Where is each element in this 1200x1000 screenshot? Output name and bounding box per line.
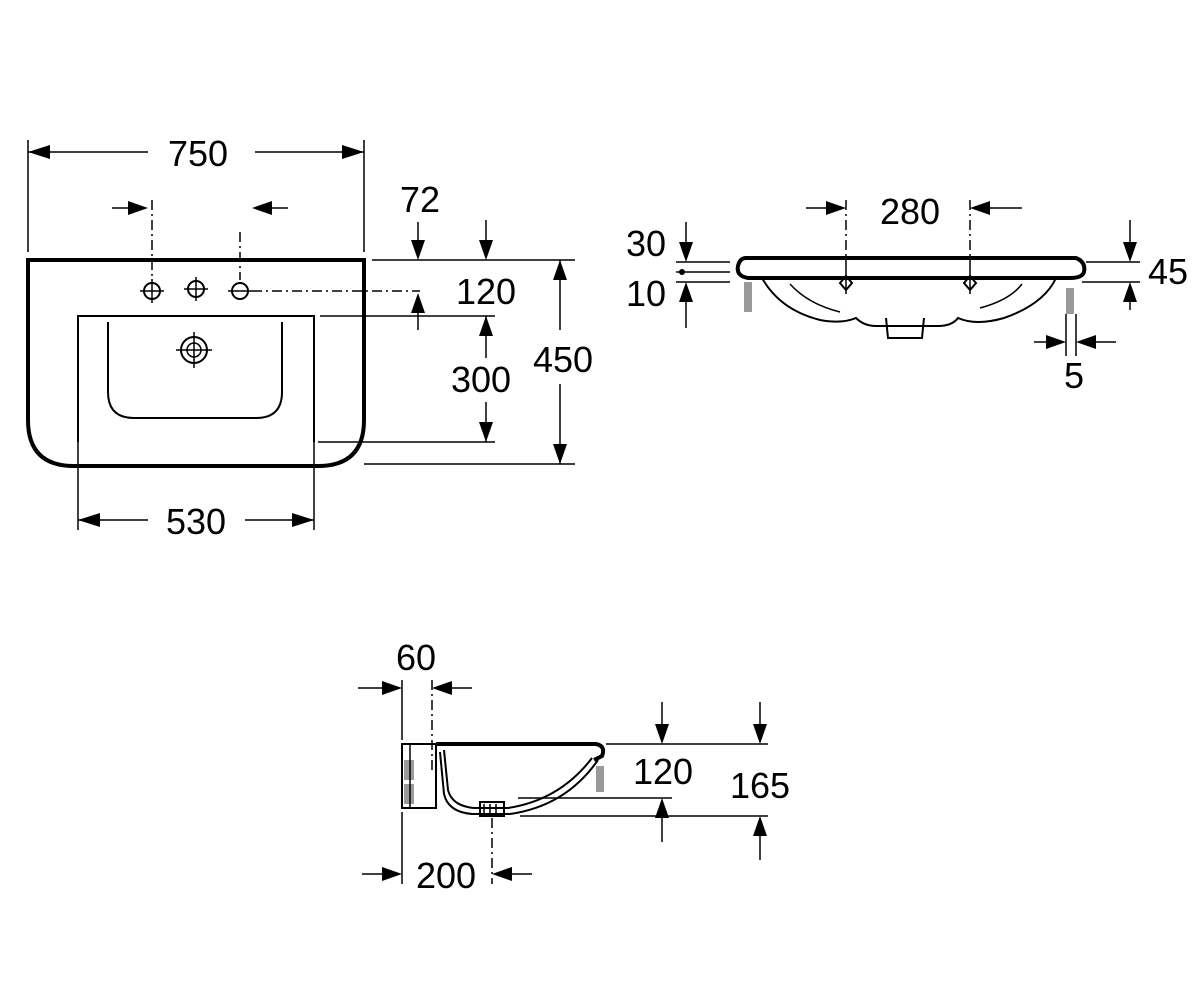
dim-bowl-height: 120 (633, 751, 693, 792)
dim-rim-step: 10 (626, 273, 666, 314)
basin-underside (761, 277, 1057, 327)
dim-rim-thickness: 45 (1148, 251, 1188, 292)
basin-outline (26, 258, 366, 468)
basin-deck (735, 256, 1087, 280)
side-view: 60 120 165 200 (358, 637, 790, 896)
dim-bowl-depth: 300 (451, 359, 511, 400)
top-view: 750 72 120 300 450 (26, 133, 593, 542)
dim-back-offset: 60 (396, 637, 436, 678)
drain-icon (176, 332, 212, 368)
tap-hole-center (184, 277, 208, 301)
basin-back (401, 743, 437, 809)
dot-marker (679, 269, 685, 275)
bowl-curve (443, 749, 593, 809)
dim-rim-to-bowl: 120 (456, 271, 516, 312)
dim-tap-spacing: 280 (880, 191, 940, 232)
tap-marker-left (838, 270, 854, 294)
tap-hole-left (140, 279, 164, 303)
bowl-inner (107, 322, 283, 419)
dim-waste-offset: 200 (416, 855, 476, 896)
dim-deck-height: 30 (626, 223, 666, 264)
dim-total-height: 165 (730, 765, 790, 806)
dim-tap-offset: 72 (400, 179, 440, 220)
bowl-outer (77, 315, 315, 442)
tap-hole-right (228, 282, 252, 300)
front-view: 280 30 10 45 5 (626, 191, 1188, 396)
support-left (744, 282, 752, 312)
support-right (1066, 288, 1074, 314)
waste-spigot (479, 801, 505, 817)
dim-width-overall: 750 (168, 133, 228, 174)
dim-depth-overall: 450 (533, 339, 593, 380)
dim-bowl-width: 530 (166, 501, 226, 542)
waste-outlet (885, 317, 925, 339)
tap-marker-right (962, 270, 978, 294)
dim-leg-gap: 5 (1064, 355, 1084, 396)
basin-section (436, 742, 606, 762)
